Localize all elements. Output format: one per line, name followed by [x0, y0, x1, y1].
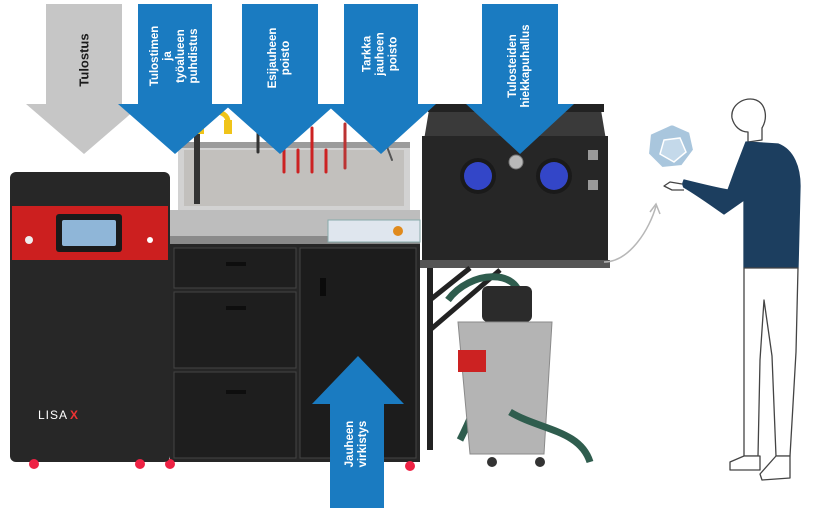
label-hiekkapuhallus: Tulosteiden hiekkapuhallus: [507, 24, 533, 107]
printer-screen: [62, 220, 116, 246]
drawer: [173, 247, 297, 289]
label-tarkka-line: poisto: [387, 36, 400, 72]
drawer: [173, 371, 297, 459]
glove-port-icon: [540, 162, 568, 190]
emergency-stop-icon: [393, 226, 403, 236]
label-tulostus: Tulostus: [76, 33, 92, 87]
control-panel: [327, 219, 421, 243]
label-esijauhe: Esijauheen poisto: [267, 28, 293, 89]
label-puhdistus-line: ja: [162, 51, 174, 61]
label-tarkka-line: Tarkka: [361, 35, 374, 73]
label-esijauhe-line: poisto: [280, 40, 292, 76]
label-puhdistus-line: työalueen: [175, 29, 187, 83]
arrow-tarkka: [326, 4, 436, 154]
label-virkistys-line: virkistys: [357, 420, 369, 468]
arrow-puhdistus: [118, 4, 232, 154]
vacuum-cleaner: [445, 273, 594, 467]
printed-part-icon: [646, 122, 696, 170]
label-hiekkapuhallus-line: Tulosteiden: [507, 34, 519, 98]
label-esijauhe-line: Esijauheen: [267, 27, 279, 89]
arrow-esijauhe: [224, 4, 336, 154]
glove-port-icon: [464, 162, 492, 190]
label-virkistys-line: Jauheen: [344, 420, 356, 468]
hand-drawn-arrow: [603, 205, 657, 263]
arrow-hiekkapuhallus: [466, 4, 574, 154]
label-hiekkapuhallus-line: hiekkapuhallus: [520, 24, 532, 108]
label-puhdistus-line: puhdistus: [188, 28, 200, 84]
label-puhdistus-line: Tulostimen: [149, 25, 161, 87]
label-tarkka: Tarkka jauheen poisto: [362, 32, 401, 75]
arrow-virkistys: [312, 356, 404, 508]
arrowhead: [649, 202, 661, 215]
arrow-tulostus: [26, 4, 142, 154]
label-virkistys: Jauheen virkistys: [344, 421, 370, 468]
person-illustration: [663, 98, 801, 481]
label-puhdistus: Tulostimen ja työalueen puhdistus: [149, 26, 201, 86]
label-tarkka-line: jauheen: [374, 32, 387, 76]
drawer: [173, 291, 297, 369]
